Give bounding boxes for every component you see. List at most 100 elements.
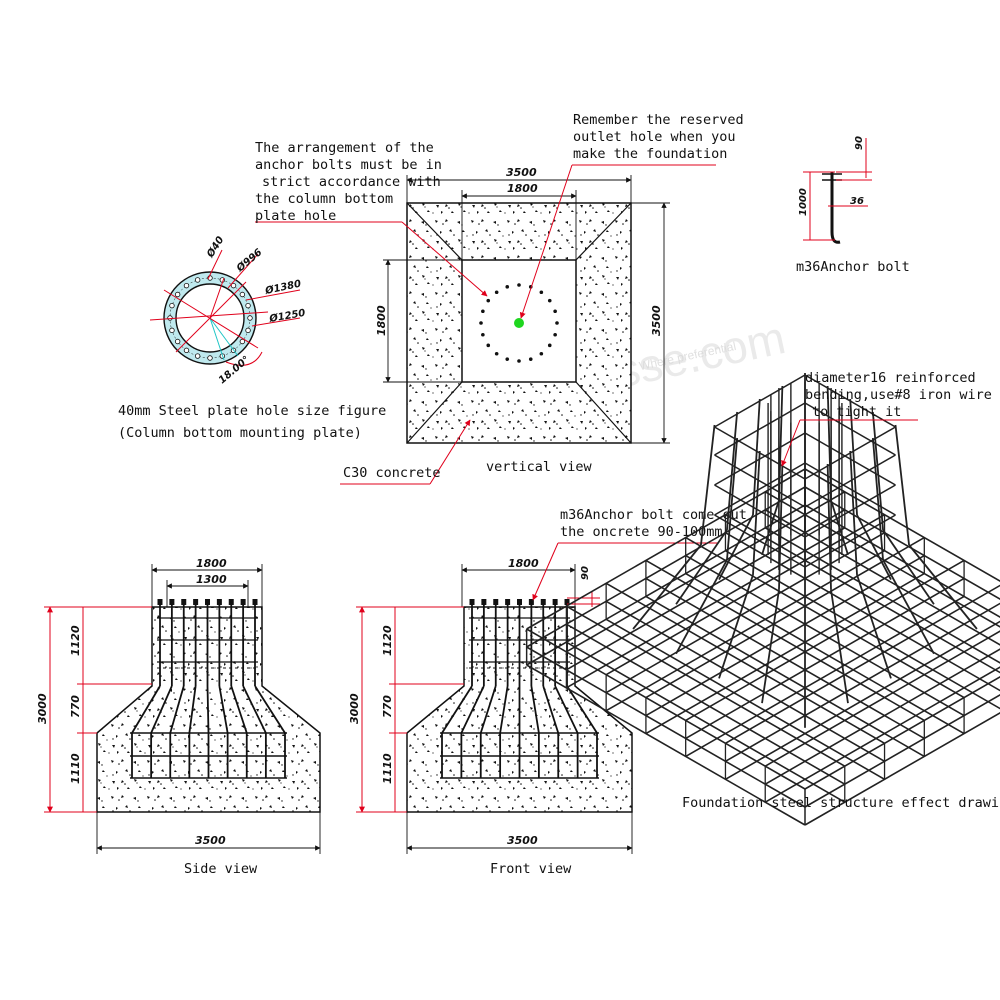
iso-rebar xyxy=(645,559,925,722)
plan-bolt-dot xyxy=(479,321,483,325)
plan-bolt-dot xyxy=(517,359,521,363)
iso-rebar xyxy=(804,514,896,568)
note-bolt-arrangement: The arrangement of the anchor bolts must… xyxy=(255,140,442,224)
bolt-head xyxy=(540,599,546,605)
svg-text:the column bottom: the column bottom xyxy=(255,191,393,207)
iso-rebar xyxy=(714,484,806,538)
bolt-head xyxy=(493,599,499,605)
iso-rebar xyxy=(645,536,925,699)
iso-rebar xyxy=(871,437,884,561)
bolt-head xyxy=(228,599,234,605)
front-height-3: 1110 xyxy=(381,753,394,784)
bolt-head xyxy=(505,599,511,605)
iso-rebar xyxy=(804,504,1000,618)
iso-rebar xyxy=(718,514,754,581)
iso-rebar xyxy=(714,462,806,516)
plate-hole xyxy=(239,338,246,345)
plate-hole xyxy=(245,327,251,334)
iso-rebar xyxy=(526,504,806,666)
bolt-head xyxy=(481,599,487,605)
plate-hole xyxy=(247,315,253,321)
front-bolt-protrude: 90 xyxy=(580,566,591,580)
svg-text:Remember the reserved: Remember the reserved xyxy=(573,112,744,128)
iso-rebar xyxy=(645,554,925,717)
iso-rebar xyxy=(764,491,1000,628)
iso-rebar xyxy=(871,411,884,531)
svg-text:plate hole: plate hole xyxy=(255,208,336,224)
plan-bolt-dot xyxy=(481,309,485,314)
svg-text:anchor bolts must be in: anchor bolts must be in xyxy=(255,157,442,173)
side-width-cage: 1300 xyxy=(196,573,227,586)
plan-bolt-dot xyxy=(539,290,544,295)
plate-hole xyxy=(169,302,175,309)
bolt-head xyxy=(216,599,222,605)
iso-rebar xyxy=(526,486,806,648)
iso-rebar xyxy=(804,374,896,428)
bolt-head xyxy=(240,599,246,605)
bolt-head xyxy=(252,599,258,605)
plan-height-inner: 1800 xyxy=(375,305,388,336)
front-width-bottom: 3500 xyxy=(507,834,538,847)
iso-rebar xyxy=(804,426,896,480)
iso-rebar xyxy=(725,550,1000,710)
iso-rebar xyxy=(526,646,806,808)
iso-rebar xyxy=(605,600,885,762)
plan-bolt-dot xyxy=(553,309,557,314)
iso-rebar xyxy=(725,602,1000,762)
plate-hole xyxy=(194,353,201,359)
plan-bolt-dot xyxy=(555,321,559,325)
vertical-view: 3500 1800 1800 3500 vertical view xyxy=(375,166,670,475)
plate-hole xyxy=(230,282,237,289)
plate-hole xyxy=(183,282,190,289)
iso-rebar xyxy=(714,454,806,508)
anchor-bolt-figure: 1000 90 36 m36Anchor bolt xyxy=(796,136,910,275)
front-width-top: 1800 xyxy=(508,557,539,570)
iso-rebar xyxy=(804,454,896,508)
iso-rebar xyxy=(725,532,1000,692)
iso-rebar xyxy=(804,712,1000,826)
steel-structure-drawing xyxy=(525,373,1000,826)
bolt-head xyxy=(157,599,163,605)
iso-rebar xyxy=(526,628,806,790)
iso-rebar xyxy=(761,589,780,704)
iso-rebar xyxy=(565,527,846,689)
iso-rebar xyxy=(725,584,1000,744)
bolt-head xyxy=(469,599,475,605)
iso-rebar xyxy=(882,529,935,605)
iso-rebar xyxy=(804,694,1000,808)
svg-text:outlet hole when you: outlet hole when you xyxy=(573,129,736,145)
side-view: 1800 1300 3000 1120 770 1110 3500 Side v… xyxy=(36,557,321,877)
iso-rebar xyxy=(565,491,846,653)
note-reinforced: diameter16 reinforced bending,use#8 iron… xyxy=(805,370,992,420)
iso-rebar xyxy=(565,623,846,785)
iso-rebar xyxy=(685,577,965,740)
iso-rebar xyxy=(804,432,896,486)
plate-hole xyxy=(183,347,190,354)
iso-rebar xyxy=(700,424,716,546)
plan-bolt-dot xyxy=(553,332,557,337)
iso-rebar xyxy=(565,509,846,671)
plate-hole xyxy=(207,355,213,361)
iso-rebar xyxy=(605,514,885,676)
svg-text:m36Anchor bolt come out: m36Anchor bolt come out xyxy=(560,507,747,523)
outlet-hole-icon xyxy=(514,318,524,328)
iso-rebar xyxy=(714,432,806,486)
iso-rebar xyxy=(675,529,728,605)
front-height-1: 1120 xyxy=(381,625,394,656)
iso-rebar xyxy=(908,544,978,630)
iso-rebar xyxy=(726,437,739,561)
iso-rebar xyxy=(726,411,739,531)
plan-height-outer: 3500 xyxy=(650,305,663,336)
plate-d1380-label: Ø1380 xyxy=(263,278,302,298)
iso-rebar xyxy=(764,666,1000,803)
plate-d1250-label: Ø1250 xyxy=(267,307,306,325)
iso-rebar xyxy=(685,536,965,699)
iso-rebar xyxy=(764,527,1000,664)
vertical-view-caption: vertical view xyxy=(486,459,593,475)
side-height-2: 770 xyxy=(69,695,82,718)
iso-rebar xyxy=(714,426,806,480)
plan-bolt-dot xyxy=(505,285,510,289)
iso-rebar xyxy=(714,514,806,568)
side-height-1: 1120 xyxy=(69,625,82,656)
iso-rebar xyxy=(849,398,858,516)
